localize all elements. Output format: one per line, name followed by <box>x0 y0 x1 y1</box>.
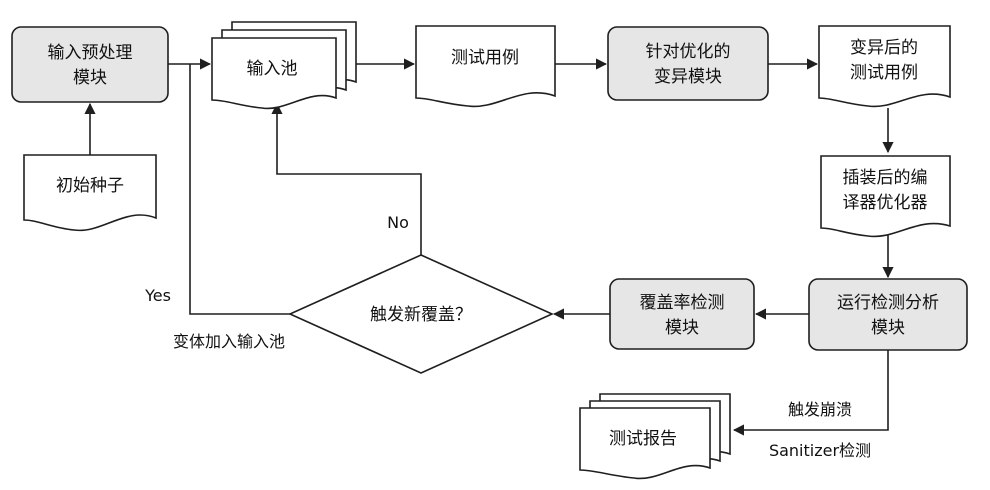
node-mutation-line1: 针对优化的 <box>646 42 731 62</box>
node-preprocess: 输入预处理 模块 <box>11 26 169 103</box>
edge-label-sanitizer: Sanitizer检测 <box>769 441 871 460</box>
node-mutation-line2: 变异模块 <box>654 67 722 87</box>
edge-label-add-to-pool: 变体加入输入池 <box>173 332 285 351</box>
edge-decision-no-to-pool <box>271 102 422 255</box>
node-seed-label: 初始种子 <box>56 176 124 196</box>
node-mutated-testcase: 变异后的 测试用例 <box>818 25 951 108</box>
edges <box>84 58 894 436</box>
node-input-pool: 输入池 <box>211 21 357 110</box>
node-input-pool-label: 输入池 <box>247 59 298 79</box>
node-preprocess-line2: 模块 <box>73 68 107 88</box>
node-decision-label: 触发新覆盖？ <box>370 305 472 325</box>
node-decision: 触发新覆盖？ <box>288 254 554 374</box>
edge-label-yes: Yes <box>144 286 171 305</box>
node-coverage-line1: 覆盖率检测 <box>640 293 725 313</box>
node-mutated-testcase-line1: 变异后的 <box>850 38 918 58</box>
node-testcase: 测试用例 <box>415 25 556 108</box>
node-preprocess-line1: 输入预处理 <box>48 43 133 63</box>
node-coverage-line2: 模块 <box>665 318 699 338</box>
node-instrumented-compiler: 插装后的编 译器优化器 <box>820 155 951 238</box>
node-report: 测试报告 <box>579 393 731 480</box>
node-coverage: 覆盖率检测 模块 <box>609 278 755 350</box>
node-run-analysis-line2: 模块 <box>871 318 905 338</box>
node-seed: 初始种子 <box>23 154 157 232</box>
edge-decision-yes-to-pool <box>189 64 290 315</box>
edge-label-no: No <box>387 213 409 232</box>
node-mutation: 针对优化的 变异模块 <box>607 26 769 101</box>
node-instrumented-compiler-line2: 译器优化器 <box>843 193 928 213</box>
node-run-analysis-line1: 运行检测分析 <box>837 293 939 313</box>
node-run-analysis: 运行检测分析 模块 <box>808 278 968 351</box>
node-report-label: 测试报告 <box>609 429 677 449</box>
node-mutated-testcase-line2: 测试用例 <box>850 63 918 83</box>
edge-run-to-report <box>732 350 889 436</box>
node-testcase-label: 测试用例 <box>451 48 519 68</box>
edge-label-trigger-crash: 触发崩溃 <box>788 400 852 419</box>
node-instrumented-compiler-line1: 插装后的编 <box>843 168 928 188</box>
